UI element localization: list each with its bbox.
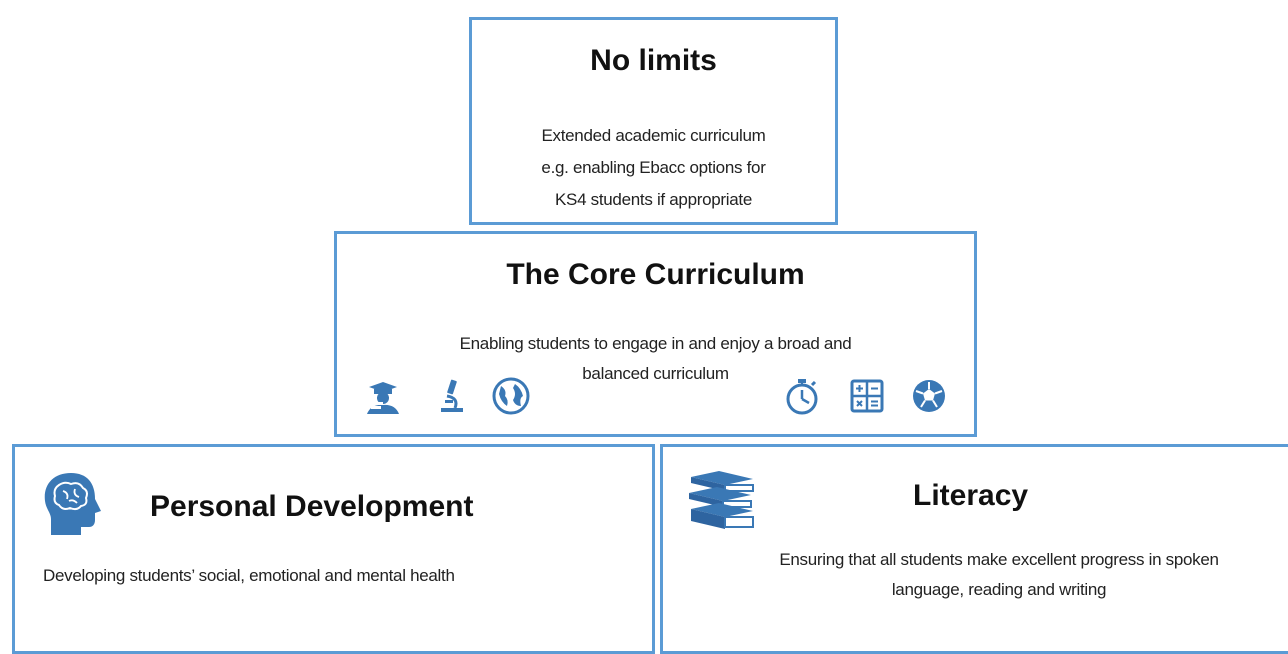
brain-head-icon (41, 471, 103, 537)
personal-development-description: Developing students’ social, emotional a… (43, 566, 455, 585)
core-curriculum-title: The Core Curriculum (506, 258, 805, 291)
literacy-line-1: Ensuring that all students make excellen… (779, 550, 1219, 569)
personal-development-title: Personal Development (150, 490, 474, 523)
literacy-box: Literacy Ensuring that all students make… (660, 444, 1288, 654)
core-curriculum-box: The Core Curriculum Enabling students to… (334, 231, 977, 437)
personal-development-box: Personal Development Developing students… (12, 444, 655, 654)
core-curriculum-description: Enabling students to engage in and enjoy… (337, 329, 974, 389)
core-curriculum-line-1: Enabling students to engage in and enjoy… (459, 334, 852, 353)
no-limits-line-1: Extended academic curriculum (541, 126, 766, 145)
graduate-icon (363, 376, 403, 416)
calculator-icon (847, 376, 887, 416)
stopwatch-icon (782, 376, 822, 416)
literacy-title: Literacy (913, 479, 1029, 512)
no-limits-box: No limits Extended academic curriculum e… (469, 17, 838, 225)
no-limits-line-3: KS4 students if appropriate (555, 190, 752, 209)
football-icon (909, 376, 949, 416)
no-limits-line-2: e.g. enabling Ebacc options for (541, 158, 766, 177)
no-limits-description: Extended academic curriculum e.g. enabli… (472, 120, 835, 216)
core-curriculum-line-2: balanced curriculum (582, 364, 729, 383)
globe-icon (491, 376, 531, 416)
literacy-line-2: language, reading and writing (891, 580, 1107, 599)
microscope-icon (431, 376, 471, 416)
no-limits-title: No limits (590, 44, 717, 77)
literacy-description: Ensuring that all students make excellen… (679, 545, 1288, 605)
books-stack-icon (685, 469, 757, 533)
